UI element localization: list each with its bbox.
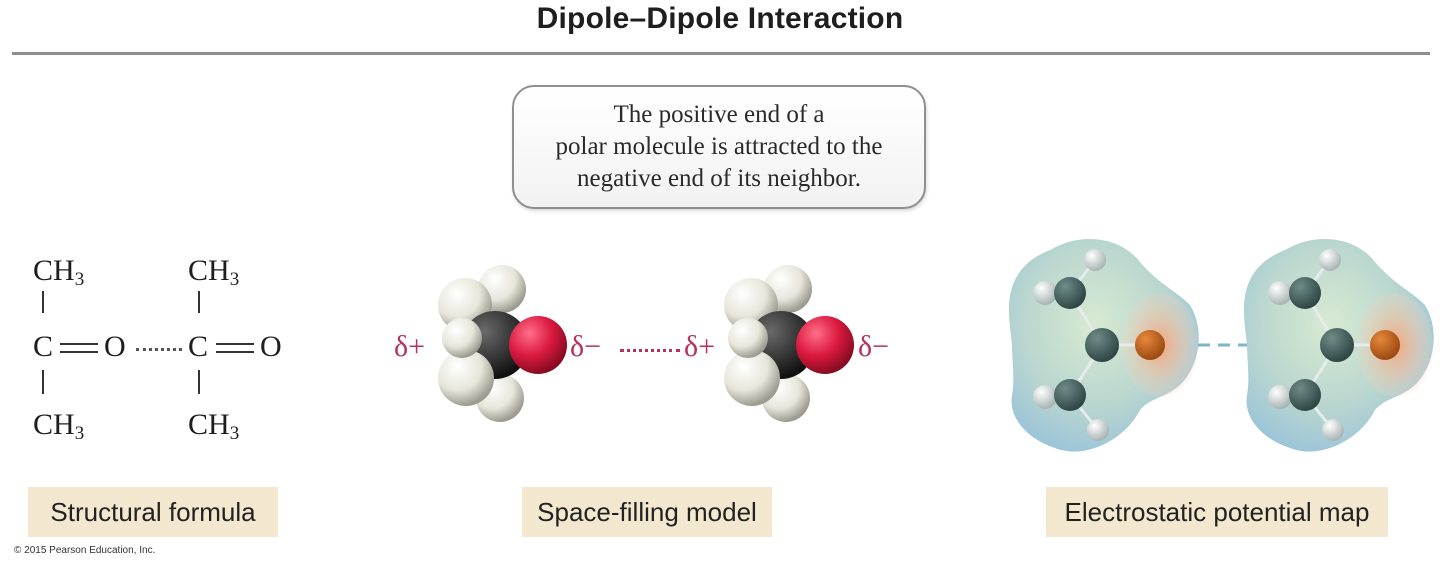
- delta-positive-2: δ+: [684, 330, 716, 363]
- copyright-notice: © 2015 Pearson Education, Inc.: [14, 545, 156, 556]
- label-space-filling-model: Space-filling model: [522, 487, 772, 537]
- space-filling-molecule-1: [438, 265, 567, 422]
- delta-positive-1: δ+: [394, 330, 426, 363]
- label-electrostatic-potential-map: Electrostatic potential map: [1046, 487, 1388, 537]
- double-bond-2: [216, 343, 254, 353]
- carbon-1: C: [33, 330, 54, 363]
- methyl-bottom-2: CH3: [188, 408, 240, 444]
- callout-line-3: negative end of its neighbor.: [577, 165, 861, 192]
- esp-molecule-1: [1008, 238, 1199, 452]
- label-structural-formula: Structural formula: [28, 487, 278, 537]
- space-filling-molecule-2: [724, 265, 854, 422]
- bond-top-2: [198, 291, 200, 313]
- oxygen-2: O: [260, 330, 282, 363]
- title-rule: [12, 52, 1430, 55]
- interaction-dots-structural: [136, 348, 182, 351]
- double-bond-1: [60, 343, 98, 353]
- callout-line-2: polar molecule is attracted to the: [555, 133, 883, 160]
- bond-top-1: [42, 291, 44, 313]
- oxygen-1: O: [104, 330, 126, 363]
- callout-box: The positive end of a polar molecule is …: [512, 85, 926, 209]
- methyl-top-2: CH3: [188, 254, 240, 290]
- bond-bottom-2: [198, 370, 200, 394]
- delta-negative-1: δ−: [570, 330, 602, 363]
- interaction-dots-space-filling: [620, 349, 680, 352]
- bond-bottom-1: [42, 370, 44, 394]
- callout-line-1: The positive end of a: [613, 101, 825, 128]
- carbon-2: C: [188, 330, 209, 363]
- methyl-bottom-1: CH3: [33, 408, 85, 444]
- methyl-top-1: CH3: [33, 254, 85, 290]
- delta-negative-2: δ−: [858, 330, 890, 363]
- esp-molecule-2: [1243, 238, 1434, 452]
- diagram-title: Dipole–Dipole Interaction: [536, 2, 904, 35]
